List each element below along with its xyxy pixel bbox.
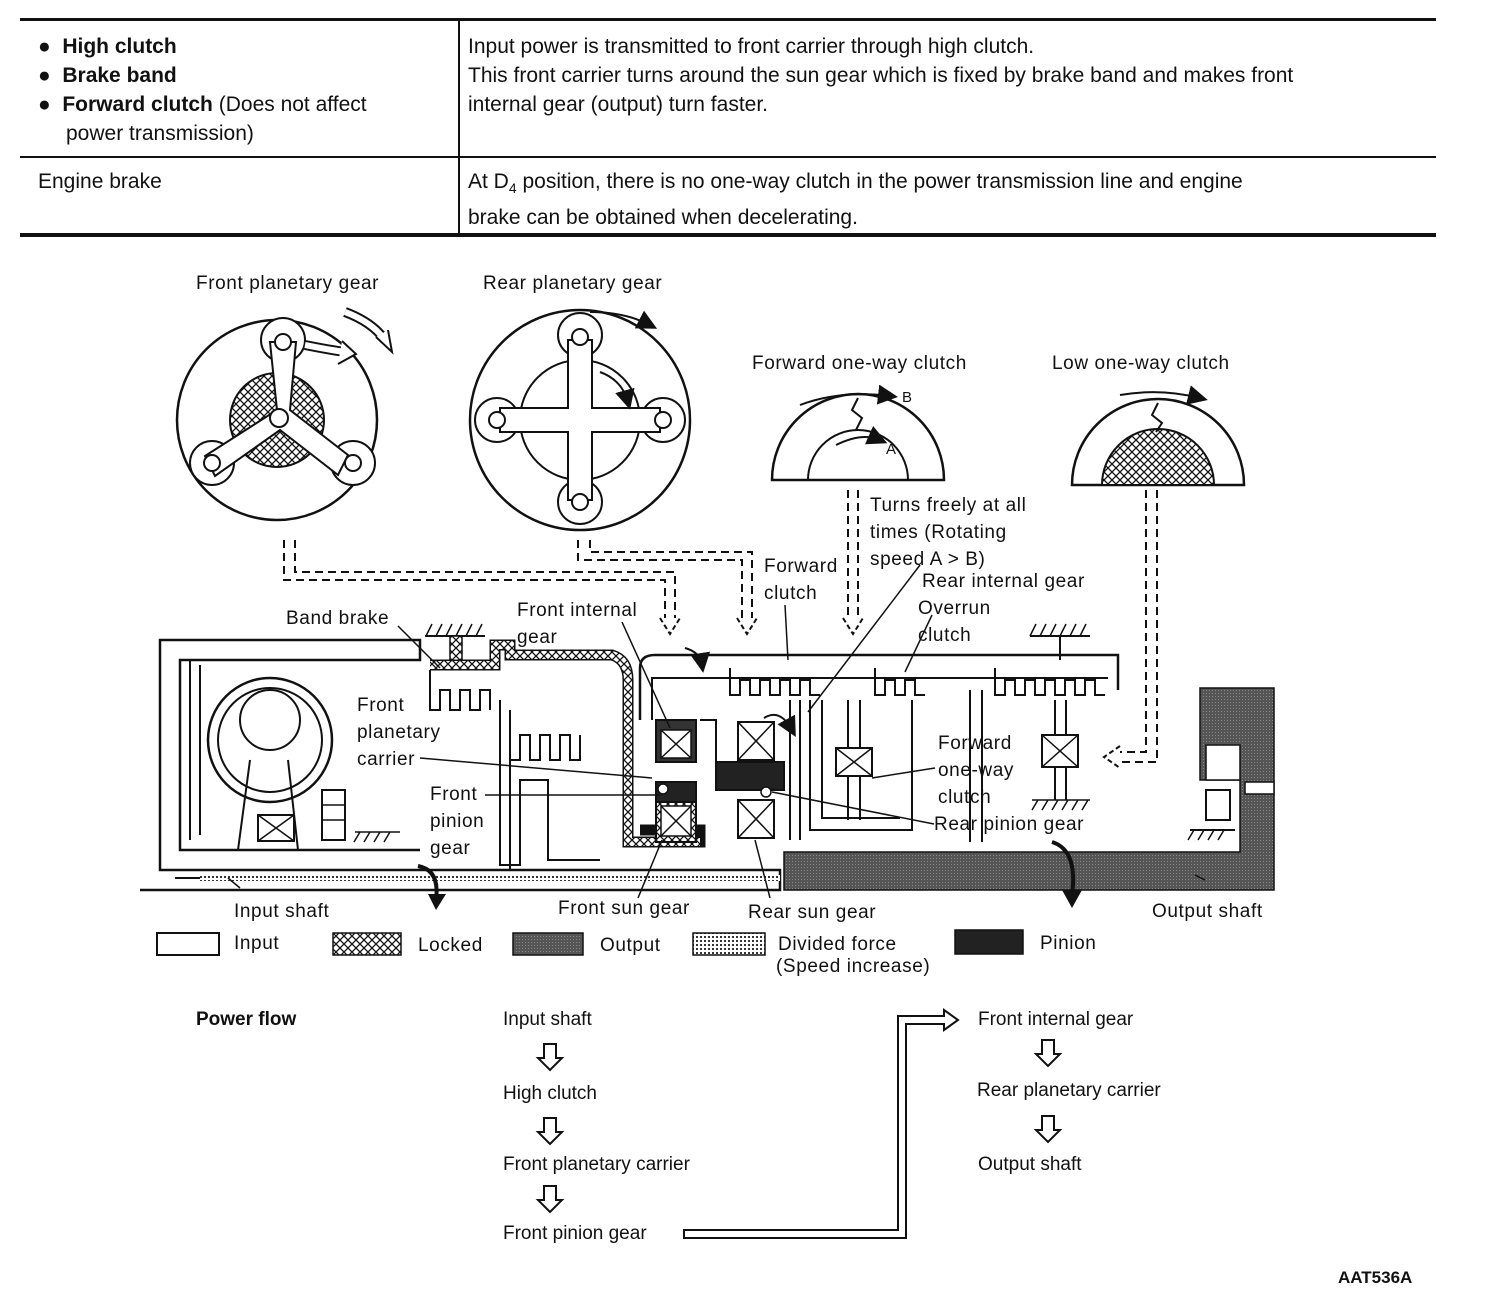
dashed-arrowheads [659,617,1121,769]
label-front-internal-gear-1: Front internal [517,600,637,621]
rear-planetary-gear-illustration [468,308,692,532]
item-label: Brake band [62,64,177,87]
item-label: Forward clutch [62,93,213,116]
forward-oneway-title: Forward one-way clutch [752,353,967,374]
flow-step-left: High clutch [503,1083,597,1104]
item-label: High clutch [62,35,177,58]
flow-step-left: Front planetary carrier [503,1154,691,1175]
label-front-planetary-carrier-1: Front [357,695,404,716]
label-overrun-clutch-2: clutch [918,625,971,646]
description-line: brake can be obtained when decelerating. [468,206,858,230]
table-bottom-rule [20,233,1436,237]
table-top-rule [20,18,1436,21]
label-rear-internal-gear: Rear internal gear [922,571,1085,592]
flow-step-right: Output shaft [978,1154,1082,1175]
transmission-cross-section [140,623,1275,910]
label-front-sun-gear: Front sun gear [558,898,690,919]
table-row2-description: At D4 position, there is no one-way clut… [468,167,1243,232]
label-rear-pinion-gear: Rear pinion gear [934,814,1084,835]
description-line: This front carrier turns around the sun … [468,64,1294,87]
label-forward-oneway-clutch-3: clutch [938,787,991,808]
low-oneway-clutch-illustration [1070,385,1246,487]
table-row-divider [20,156,1436,158]
marker-a: A [886,441,897,458]
label-forward-clutch-1: Forward [764,556,838,577]
item-note-continued: power transmission) [66,122,254,145]
label-forward-clutch-2: clutch [764,583,817,604]
label-front-planetary-carrier-3: carrier [357,749,415,770]
list-item: ● Brake band [38,61,367,90]
table-row1-items: ● High clutch ● Brake band ● Forward clu… [38,32,367,148]
table-row2-label: Engine brake [38,170,162,193]
flow-step-left: Front pinion gear [503,1223,647,1244]
label-output-shaft: Output shaft [1152,901,1263,922]
bullet-icon: ● [38,64,51,87]
label-overrun-clutch-1: Overrun [918,598,991,619]
flow-step-right: Rear planetary carrier [977,1080,1161,1101]
rear-planetary-title: Rear planetary gear [483,273,662,294]
table-column-divider [458,20,460,235]
table-row1-description: Input power is transmitted to front carr… [468,32,1293,119]
dashed-leaders [283,490,1158,763]
marker-b: B [902,389,913,406]
power-flow-arrows [535,1008,1063,1239]
flow-step-left: Input shaft [503,1009,592,1030]
label-rear-sun-gear: Rear sun gear [748,902,876,923]
low-oneway-title: Low one-way clutch [1052,353,1230,374]
list-item: ● Forward clutch (Does not affect [38,90,367,119]
label-input-shaft: Input shaft [234,901,329,922]
item-note: (Does not affect [212,93,367,116]
description-text: At D [468,170,509,193]
legend-locked-label: Locked [418,935,483,956]
label-front-pinion-gear-2: pinion [430,811,484,832]
label-band-brake: Band brake [286,608,389,629]
front-planetary-title: Front planetary gear [196,273,379,294]
note-turns-freely-3: speed A > B) [870,549,985,570]
figure-code: AAT536A [1338,1268,1412,1287]
front-planetary-gear-illustration [175,307,394,522]
note-turns-freely-1: Turns freely at all [870,495,1026,516]
description-line: Input power is transmitted to front carr… [468,35,1035,58]
description-text: position, there is no one-way clutch in … [516,170,1243,193]
legend-output-label: Output [600,935,661,956]
label-forward-oneway-clutch-1: Forward [938,733,1012,754]
legend-pinion-label: Pinion [1040,933,1096,954]
note-turns-freely-2: times (Rotating [870,522,1007,543]
bullet-icon: ● [38,35,51,58]
legend-swatches [156,929,1024,956]
description-line: internal gear (output) turn faster. [468,93,768,116]
label-forward-oneway-clutch-2: one-way [938,760,1014,781]
label-front-planetary-carrier-2: planetary [357,722,441,743]
subscript: 4 [508,180,517,197]
legend-input-label: Input [234,933,279,954]
legend-divided-label-2: (Speed increase) [776,956,930,977]
bullet-icon: ● [38,93,51,116]
label-front-pinion-gear-3: gear [430,838,471,859]
flow-step-right: Front internal gear [978,1009,1134,1030]
forward-oneway-clutch-illustration [770,384,946,482]
legend-divided-label: Divided force [778,934,897,955]
power-flow-title: Power flow [196,1009,297,1030]
label-front-internal-gear-2: gear [517,627,558,648]
label-leader-lines [227,564,1206,899]
label-front-pinion-gear-1: Front [430,784,477,805]
list-item: ● High clutch [38,32,367,61]
